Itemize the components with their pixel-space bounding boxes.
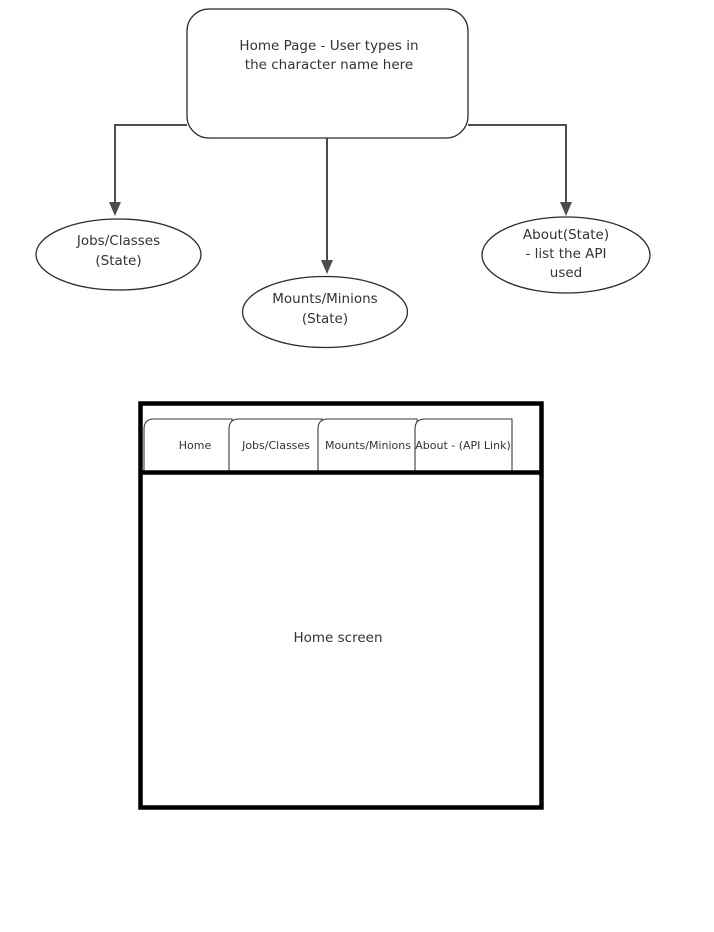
browser-mockup: Home Jobs/Classes Mounts/Minions About -… — [138, 401, 544, 810]
tab-jobs-classes[interactable]: Jobs/Classes — [228, 418, 323, 473]
connector-group — [109, 124, 572, 274]
about-node[interactable]: About(State) - list the API used — [481, 216, 651, 294]
tab-about-shape — [414, 418, 513, 473]
tab-home-shape — [143, 418, 233, 473]
tab-mounts-minions[interactable]: Mounts/Minions — [317, 418, 418, 473]
tab-mounts-minions-label: Mounts/Minions — [325, 439, 411, 452]
tab-home-label: Home — [179, 439, 212, 452]
mounts-minions-node[interactable]: Mounts/Minions (State) — [241, 275, 409, 349]
connector-home-to-about — [468, 124, 567, 205]
arrowhead-jobs-icon — [109, 202, 121, 216]
about-node-shape — [481, 216, 651, 294]
tab-jobs-classes-shape — [228, 418, 323, 473]
tab-jobs-classes-label: Jobs/Classes — [241, 439, 310, 452]
about-node-line-3: used — [550, 265, 582, 281]
mounts-minions-node-shape — [241, 275, 409, 349]
mounts-minions-node-line-2: (State) — [302, 311, 348, 327]
home-page-node-shape — [186, 8, 469, 139]
tab-about-label: About - (API Link) — [415, 439, 511, 452]
arrowhead-mounts-icon — [321, 260, 333, 274]
about-node-line-2: - list the API — [525, 246, 606, 262]
tab-mounts-minions-shape — [317, 418, 418, 473]
home-page-node-line-1: Home Page - User types in — [239, 38, 418, 54]
mockup-tab-bar: Home Jobs/Classes Mounts/Minions About -… — [143, 418, 513, 473]
mounts-minions-node-line-1: Mounts/Minions — [272, 291, 377, 307]
mockup-content-label: Home screen — [293, 630, 382, 646]
tab-home[interactable]: Home — [143, 418, 233, 473]
jobs-classes-node[interactable]: Jobs/Classes (State) — [35, 218, 202, 291]
jobs-classes-node-line-1: Jobs/Classes — [76, 233, 160, 249]
arrowhead-about-icon — [560, 202, 572, 216]
jobs-classes-node-shape — [35, 218, 202, 291]
connector-home-to-jobs — [114, 124, 187, 205]
home-page-node[interactable]: Home Page - User types in the character … — [186, 8, 469, 139]
jobs-classes-node-line-2: (State) — [95, 253, 141, 269]
about-node-line-1: About(State) — [523, 227, 609, 243]
tab-about[interactable]: About - (API Link) — [414, 418, 513, 473]
home-page-node-line-2: the character name here — [245, 57, 413, 73]
